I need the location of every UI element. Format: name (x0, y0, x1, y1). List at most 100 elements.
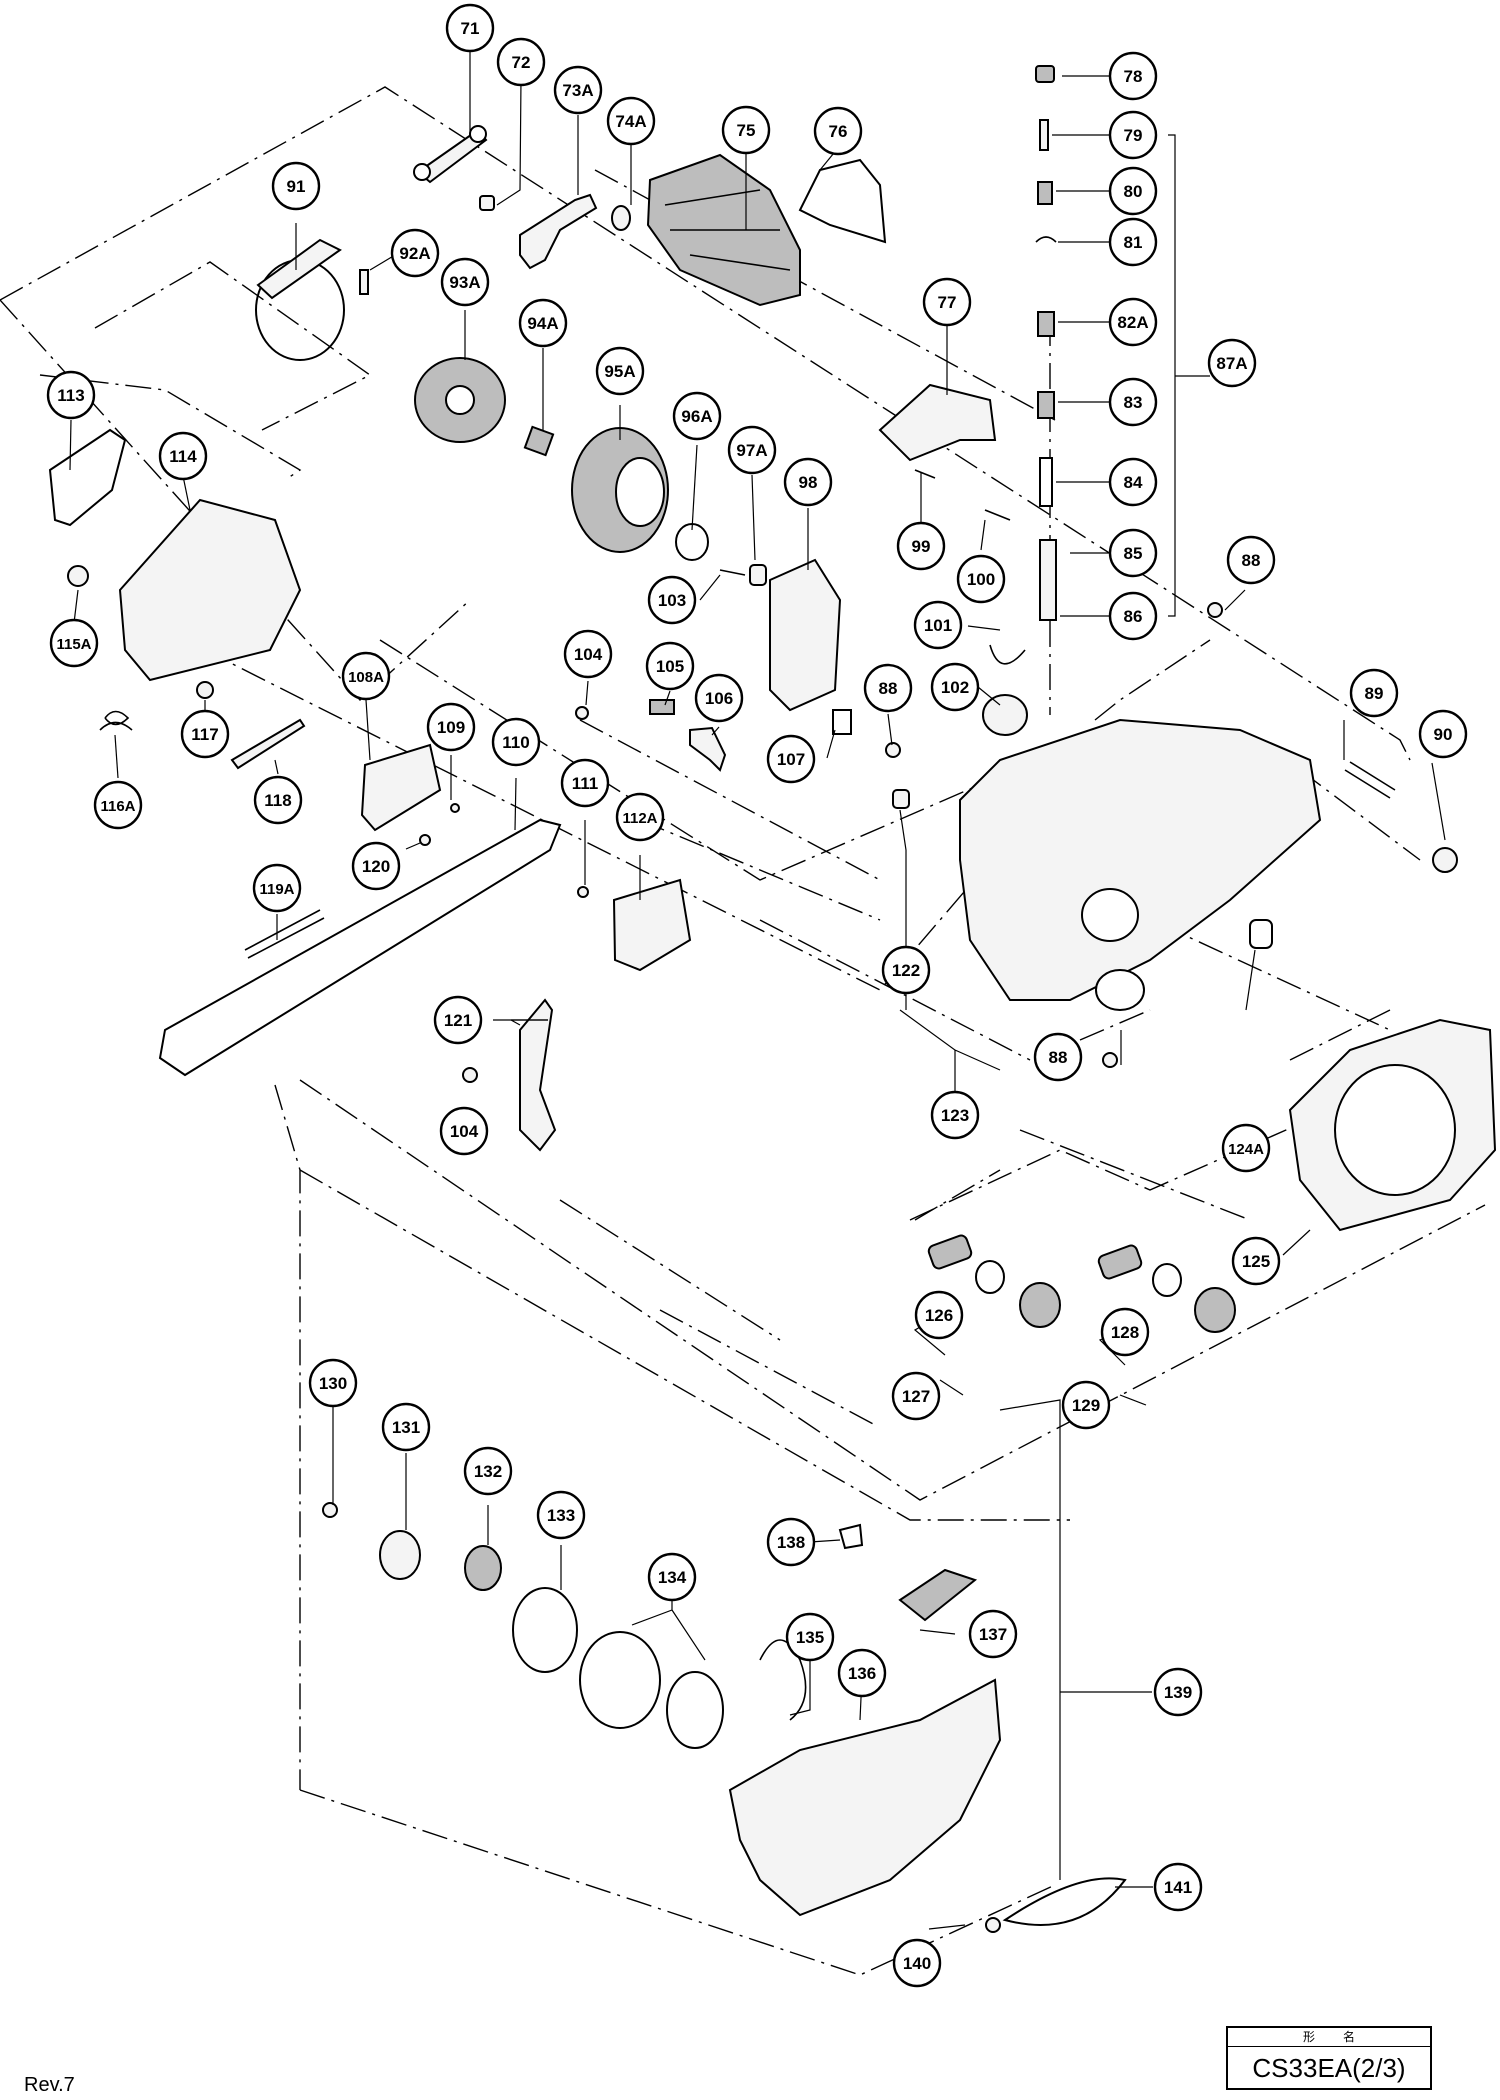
callout-circle (1221, 1123, 1271, 1173)
callout-circle (46, 370, 96, 420)
callout-circle (1108, 51, 1158, 101)
callout-label: 71 (461, 19, 480, 38)
callout-circle (1108, 297, 1158, 347)
callout-111: 111 (560, 758, 610, 808)
callout-label: 107 (777, 750, 805, 769)
callout-circle (1226, 535, 1276, 585)
callout-label: 74A (615, 112, 646, 131)
callout-123: 123 (930, 1090, 980, 1140)
callout-label: 80 (1124, 182, 1143, 201)
callout-circle (645, 641, 695, 691)
callout-label: 116A (100, 798, 135, 815)
callout-circle (1108, 591, 1158, 641)
callout-label: 95A (604, 362, 635, 381)
callout-label: 114 (169, 447, 197, 466)
callout-label: 141 (1164, 1878, 1192, 1897)
callout-circle (253, 775, 303, 825)
callout-label: 130 (319, 1374, 347, 1393)
callout-label: 98 (799, 473, 818, 492)
callout-125: 125 (1231, 1236, 1281, 1286)
callout-circle (536, 1490, 586, 1540)
callout-89: 89 (1349, 668, 1399, 718)
callout-label: 97A (736, 441, 767, 460)
callout-139: 139 (1153, 1667, 1203, 1717)
callout-circle (606, 96, 656, 146)
callout-circle (766, 1517, 816, 1567)
callout-circle (930, 662, 980, 712)
callout-label: 93A (449, 273, 480, 292)
callout-circle (1231, 1236, 1281, 1286)
callout-circle (1108, 110, 1158, 160)
callout-label: 118 (264, 791, 291, 810)
callout-label: 104 (450, 1122, 479, 1141)
callout-label: 75 (737, 121, 756, 140)
callout-circle (518, 298, 568, 348)
callout-circle (553, 65, 603, 115)
callout-141: 141 (1153, 1862, 1203, 1912)
callout-label: 86 (1124, 607, 1143, 626)
callout-label: 101 (924, 616, 952, 635)
callout-126: 126 (914, 1290, 964, 1340)
callout-103: 103 (647, 575, 697, 625)
callout-circle (1061, 1380, 1111, 1430)
callout-140: 140 (892, 1938, 942, 1988)
callout-circle (595, 346, 645, 396)
callout-label: 90 (1434, 725, 1453, 744)
callout-circle (180, 709, 230, 759)
callout-label: 94A (527, 314, 558, 333)
callout-133: 133 (536, 1490, 586, 1540)
callout-circle (1108, 528, 1158, 578)
callout-circle (914, 1290, 964, 1340)
callout-102: 102 (930, 662, 980, 712)
callout-label: 125 (1242, 1252, 1270, 1271)
callout-circle (563, 629, 613, 679)
callout-117: 117 (180, 709, 230, 759)
callout-label: 85 (1124, 544, 1143, 563)
callout-131: 131 (381, 1402, 431, 1452)
callout-88: 88 (863, 663, 913, 713)
callout-137: 137 (968, 1609, 1018, 1659)
callout-circle (341, 651, 391, 701)
callout-113: 113 (46, 370, 96, 420)
callout-96a: 96A (672, 391, 722, 441)
callout-circle (766, 734, 816, 784)
callout-label: 136 (848, 1664, 876, 1683)
model-header-label: 形名 (1228, 2028, 1430, 2047)
callout-104: 104 (563, 629, 613, 679)
callout-label: 88 (1242, 551, 1261, 570)
callout-label: 100 (967, 570, 995, 589)
callout-label: 117 (191, 725, 218, 744)
callout-88: 88 (1226, 535, 1276, 585)
callout-label: 83 (1124, 393, 1143, 412)
callout-label: 123 (941, 1106, 969, 1125)
callout-106: 106 (694, 673, 744, 723)
callout-label: 139 (1164, 1683, 1192, 1702)
callout-circle (1418, 709, 1468, 759)
callout-label: 121 (444, 1011, 472, 1030)
callout-95a: 95A (595, 346, 645, 396)
callout-71: 71 (445, 3, 495, 53)
callout-130: 130 (308, 1358, 358, 1408)
callout-circle (1108, 377, 1158, 427)
callout-circle (1033, 1032, 1083, 1082)
callout-label: 134 (658, 1568, 687, 1587)
callout-88: 88 (1033, 1032, 1083, 1082)
callout-circle (1108, 166, 1158, 216)
callout-134: 134 (647, 1552, 697, 1602)
revision-label: Rev.7 (24, 2074, 75, 2096)
callout-label: 81 (1124, 233, 1143, 252)
callout-circle (1153, 1862, 1203, 1912)
callout-label: 87A (1216, 354, 1247, 373)
callout-circle (721, 105, 771, 155)
callout-90: 90 (1418, 709, 1468, 759)
callout-132: 132 (463, 1446, 513, 1496)
callout-circle (426, 702, 476, 752)
callout-circle (922, 277, 972, 327)
callout-circle (783, 457, 833, 507)
callout-circle (694, 673, 744, 723)
callout-101: 101 (913, 600, 963, 650)
callout-circle (968, 1609, 1018, 1659)
callout-label: 111 (572, 774, 599, 793)
